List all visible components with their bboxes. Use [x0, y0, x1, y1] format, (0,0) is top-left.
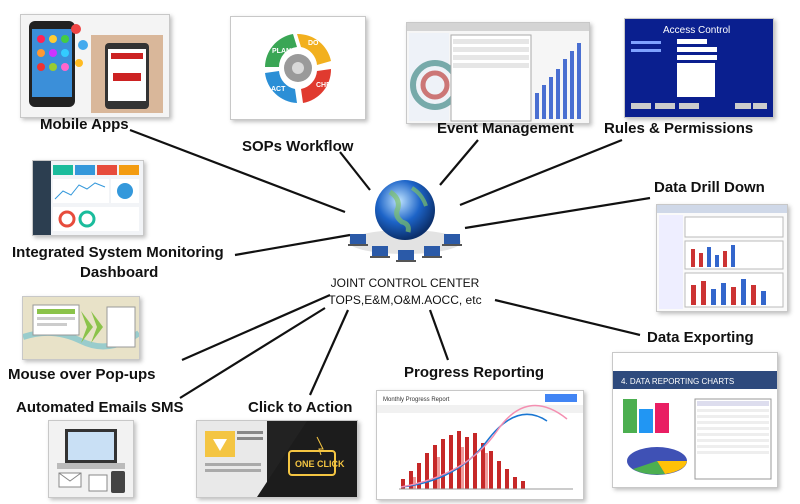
label-automated-emails: Automated Emails SMS [16, 399, 184, 416]
pdca-act: ACT [271, 86, 286, 93]
progress-report-chart: Monthly Progress Report [377, 391, 583, 499]
event-dashboard-screenshot [407, 23, 589, 123]
click-to-action-thumbnail: ONE CLICK [196, 420, 358, 498]
mouse-over-popups-thumbnail [22, 296, 140, 360]
access-control-title: Access Control [663, 25, 730, 36]
progress-report-title: Monthly Progress Report [383, 397, 450, 403]
monitoring-dashboard-thumbnail [32, 160, 144, 236]
automated-emails-thumbnail [48, 420, 134, 498]
line-event-management [439, 139, 479, 186]
line-sops-workflow [339, 151, 371, 191]
mobile-apps-thumbnail [20, 14, 170, 118]
popup-map-screenshot [23, 297, 139, 359]
access-control-screenshot: Access Control [625, 19, 773, 117]
label-event-management: Event Management [437, 120, 574, 137]
line-mobile-apps [129, 128, 346, 214]
data-exporting-thumbnail: 4. DATA REPORTING CHARTS [612, 352, 778, 488]
line-click-to-action [308, 309, 350, 396]
line-integrated-monitoring [234, 233, 351, 257]
one-click-graphic: ONE CLICK [197, 421, 357, 497]
line-progress-reporting [428, 309, 450, 361]
sops-workflow-thumbnail: PLAN DO CHECK ACT [230, 16, 366, 120]
line-data-exporting [494, 298, 641, 337]
label-mobile-apps: Mobile Apps [40, 116, 129, 133]
pdca-do: DO [308, 40, 319, 47]
data-reporting-title: 4. DATA REPORTING CHARTS [621, 377, 734, 386]
one-click-text: ONE CLICK [295, 459, 345, 469]
label-mouse-over-popups: Mouse over Pop-ups [8, 366, 156, 383]
label-integrated-monitoring-line2: Dashboard [80, 264, 159, 281]
drill-down-screenshot [657, 205, 787, 311]
data-drill-down-thumbnail [656, 204, 788, 312]
label-data-drill-down: Data Drill Down [654, 179, 765, 196]
center-subtitle: TOPS,E&M,O&M.AOCC, etc [328, 293, 482, 307]
label-progress-reporting: Progress Reporting [404, 364, 545, 381]
progress-reporting-thumbnail: Monthly Progress Report [376, 390, 584, 500]
smartphone-icon [21, 15, 169, 117]
label-rules-permissions: Rules & Permissions [604, 120, 754, 137]
pdca-plan: PLAN [272, 48, 291, 55]
rules-permissions-thumbnail: Access Control [624, 18, 774, 118]
line-mouse-over-popups [181, 293, 331, 362]
label-click-to-action: Click to Action [248, 399, 353, 416]
pdca-check: CHECK [316, 82, 341, 89]
data-reporting-charts-screenshot: 4. DATA REPORTING CHARTS [613, 353, 777, 487]
line-rules-permissions [459, 138, 623, 207]
line-data-drill-down [464, 196, 651, 230]
label-data-exporting: Data Exporting [647, 329, 754, 346]
label-sops-workflow: SOPs Workflow [242, 138, 354, 155]
globe-icon [375, 180, 435, 240]
pdca-cycle-graphic: PLAN DO CHECK ACT [231, 17, 365, 119]
line-automated-emails [179, 307, 326, 399]
monitoring-dashboard-screenshot [33, 161, 143, 235]
progress-bars [401, 431, 525, 489]
laptop-email-icon [49, 421, 133, 497]
laptop-icons [348, 234, 462, 262]
event-management-thumbnail [406, 22, 590, 124]
center-title: JOINT CONTROL CENTER [330, 276, 480, 290]
globe-network-hub [348, 180, 462, 262]
label-integrated-monitoring-line1: Integrated System Monitoring [12, 244, 224, 261]
